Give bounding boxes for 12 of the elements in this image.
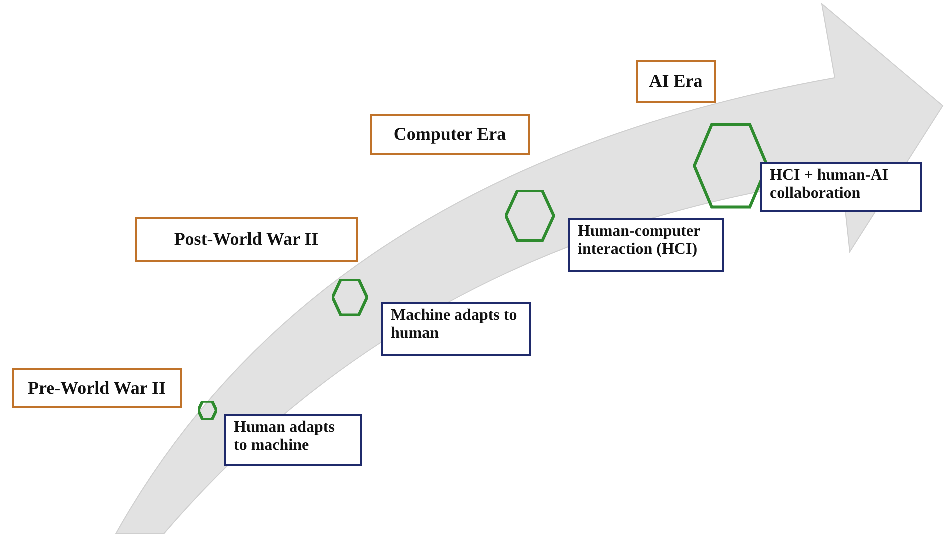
era-label: Computer Era [370, 114, 530, 155]
hexagon-marker [198, 401, 217, 420]
era-label: Pre-World War II [12, 368, 182, 408]
hexagon-marker [693, 123, 769, 209]
era-label: AI Era [636, 60, 716, 103]
stage-description: HCI + human-AI collaboration [760, 162, 922, 212]
stage-description: Machine adapts to human [381, 302, 531, 356]
era-label: Post-World War II [135, 217, 358, 262]
hexagon-marker [505, 190, 555, 242]
stage-description: Human-computer interaction (HCI) [568, 218, 724, 272]
hexagon-marker [332, 279, 368, 316]
stage-description: Human adapts to machine [224, 414, 362, 466]
